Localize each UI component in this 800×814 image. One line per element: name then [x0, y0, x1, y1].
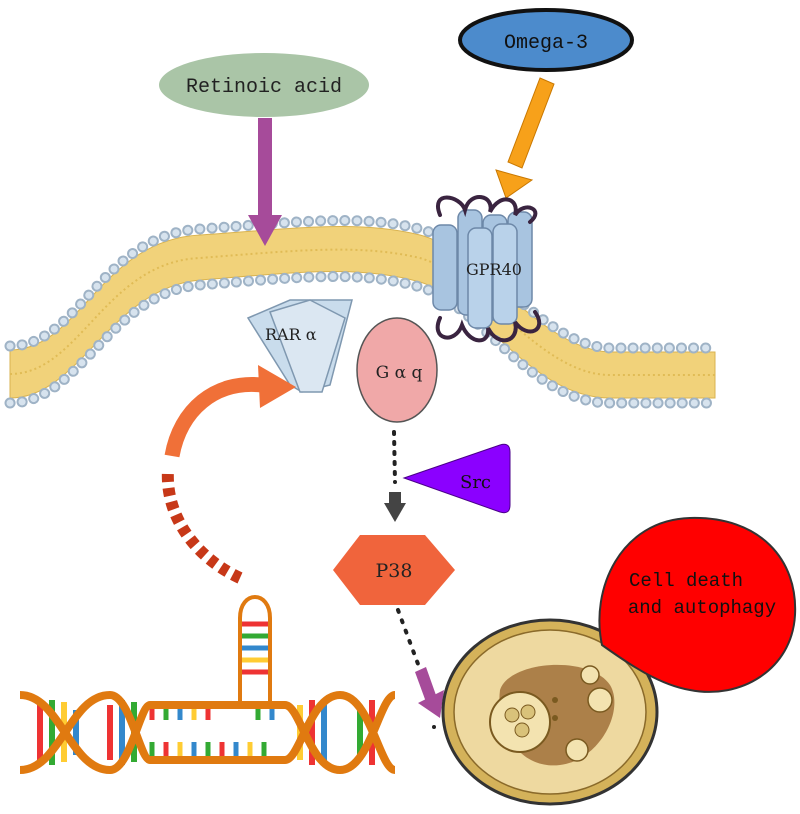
- retinoic-acid-arrow: [248, 118, 282, 246]
- gaq-p38-dotted-link: [392, 430, 397, 484]
- src-node: Src: [402, 443, 511, 514]
- retinoic-acid-node: Retinoic acid: [159, 53, 369, 117]
- g-alpha-q-node: G α q: [356, 317, 438, 423]
- omega3-arrow: [495, 77, 555, 199]
- dna-double-helix: [19, 595, 397, 775]
- rar-alpha-receptor: RAR α: [246, 299, 353, 393]
- down-arrow-to-p38: [384, 492, 406, 522]
- gpr40-receptor: GPR40: [432, 195, 542, 343]
- p38-cell-dotted-link: [396, 608, 420, 666]
- cell-death-label: Cell death: [629, 570, 743, 592]
- gpr40-label: GPR40: [466, 260, 522, 279]
- curved-feedback-arrow: [161, 365, 296, 584]
- p38-label: P38: [376, 560, 413, 582]
- p38-to-cell-arrow: [415, 667, 444, 718]
- src-label: Src: [460, 472, 491, 493]
- autophagic-cell: [441, 618, 659, 806]
- omega3-label: Omega-3: [504, 32, 588, 55]
- g-alpha-q-label: G α q: [376, 363, 423, 383]
- cell-death-bubble: Cell death and autophagy: [598, 516, 797, 693]
- p38-node: P38: [333, 535, 455, 605]
- retinoic-acid-label: Retinoic acid: [186, 76, 342, 99]
- omega3-node: Omega-3: [458, 8, 634, 72]
- rar-alpha-label: RAR α: [265, 325, 317, 344]
- autophagy-label: and autophagy: [628, 597, 776, 619]
